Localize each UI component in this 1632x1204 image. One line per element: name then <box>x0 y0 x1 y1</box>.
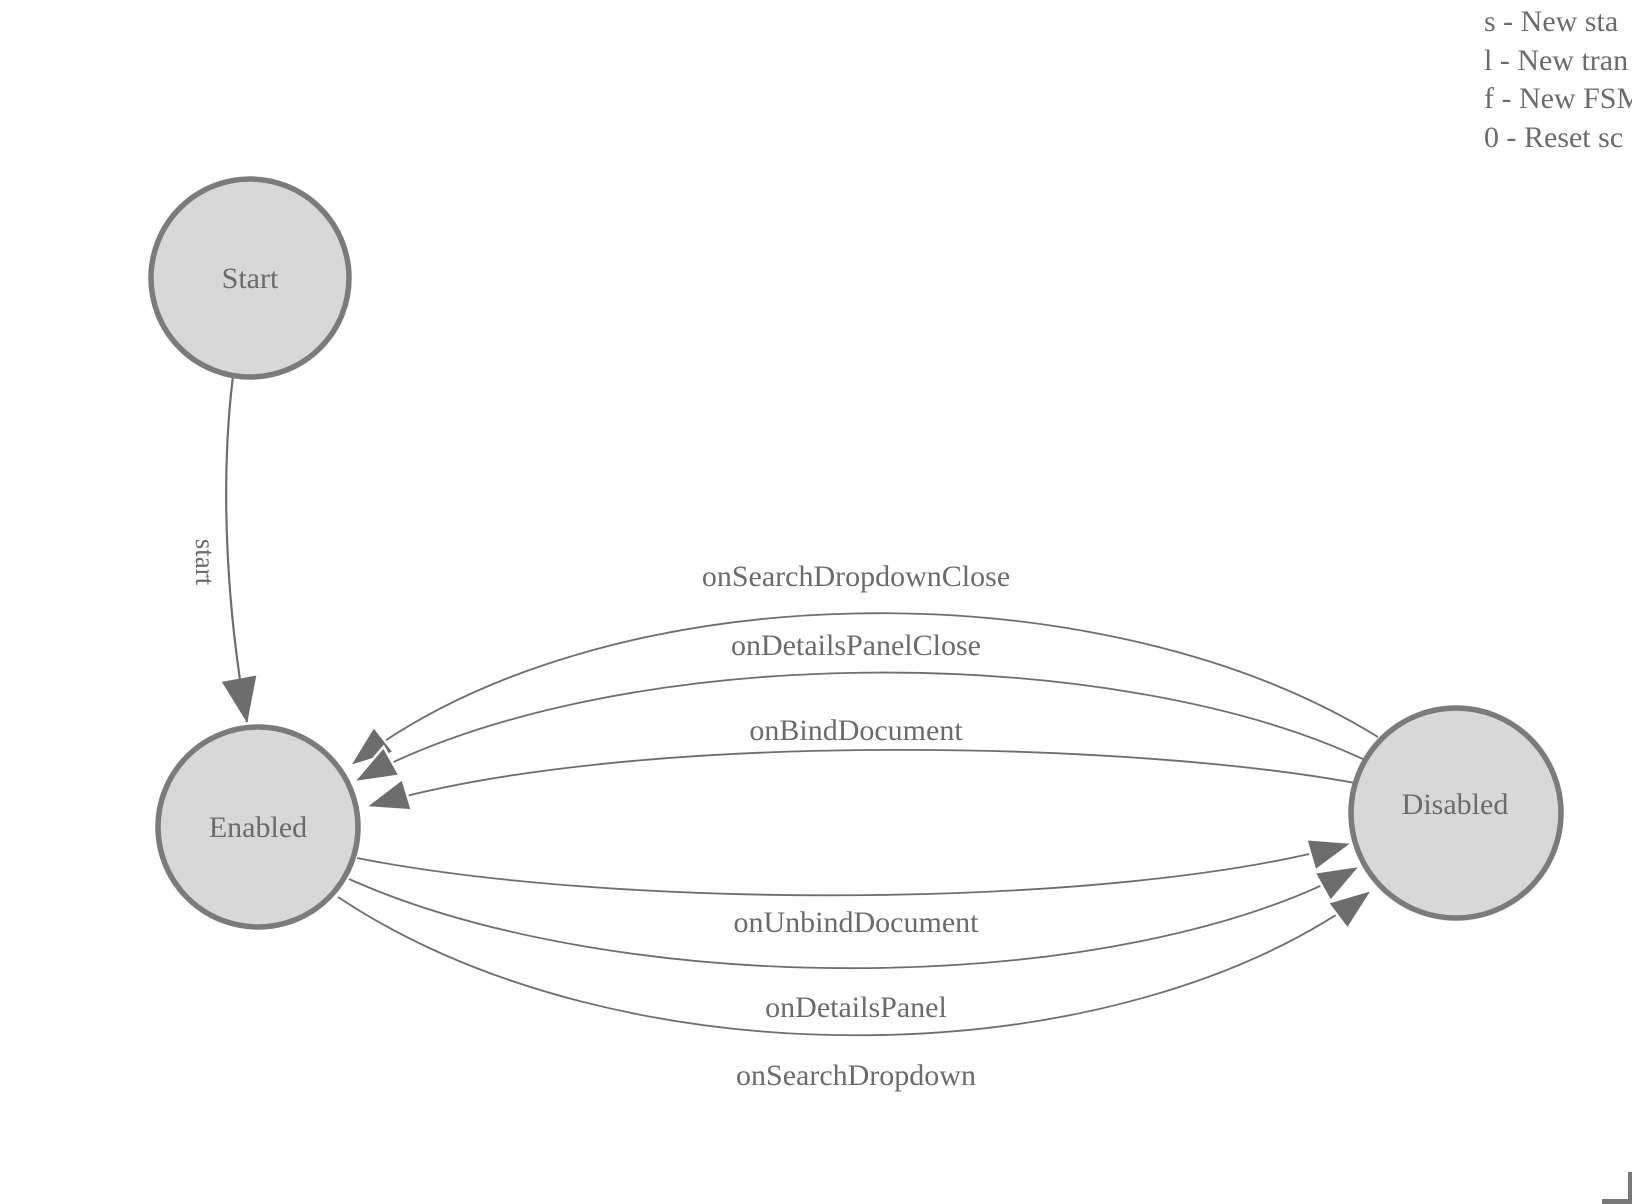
state-circle-enabled[interactable] <box>155 724 361 930</box>
state-label-start: Start <box>222 262 279 295</box>
edge-onDetailsPanelClose[interactable] <box>350 671 1366 785</box>
edge-label-onUnbindDocument: onUnbindDocument <box>734 906 980 939</box>
state-node-start[interactable]: Start <box>148 176 352 380</box>
legend: s - New sta l - New tran f - New FSM 0 -… <box>1484 5 1632 154</box>
edge-label-onBindDocument: onBindDocument <box>749 714 963 747</box>
legend-line-new-fsm: f - New FSM <box>1484 82 1632 115</box>
edge-start[interactable] <box>221 375 257 723</box>
edge-label-onSearchDropdown: onSearchDropdown <box>736 1059 976 1092</box>
state-label-enabled: Enabled <box>209 811 307 844</box>
legend-line-new-state: s - New sta <box>1484 5 1618 38</box>
edge-label-onDetailsPanel: onDetailsPanel <box>765 991 947 1024</box>
state-label-disabled: Disabled <box>1402 788 1509 821</box>
edge-onBindDocument[interactable] <box>361 748 1356 812</box>
state-circle-disabled[interactable] <box>1348 705 1564 921</box>
state-node-enabled[interactable]: Enabled <box>155 724 361 930</box>
offscreen-panel-corner <box>1602 1172 1632 1204</box>
state-circle-start[interactable] <box>148 176 352 380</box>
edge-onSearchDropdown[interactable] <box>337 887 1376 1037</box>
edge-label-onSearchDropdownClose: onSearchDropdownClose <box>702 560 1010 593</box>
edge-start-label: start <box>190 539 220 586</box>
edge-label-onDetailsPanelClose: onDetailsPanelClose <box>731 629 981 662</box>
state-node-disabled[interactable]: Disabled <box>1348 705 1564 921</box>
edge-onDetailsPanel[interactable] <box>348 863 1364 970</box>
legend-line-reset: 0 - Reset sc <box>1484 121 1623 154</box>
legend-line-new-transition: l - New tran <box>1484 44 1628 77</box>
edge-onUnbindDocument[interactable] <box>356 837 1357 897</box>
edge-onSearchDropdownClose[interactable] <box>346 612 1379 769</box>
